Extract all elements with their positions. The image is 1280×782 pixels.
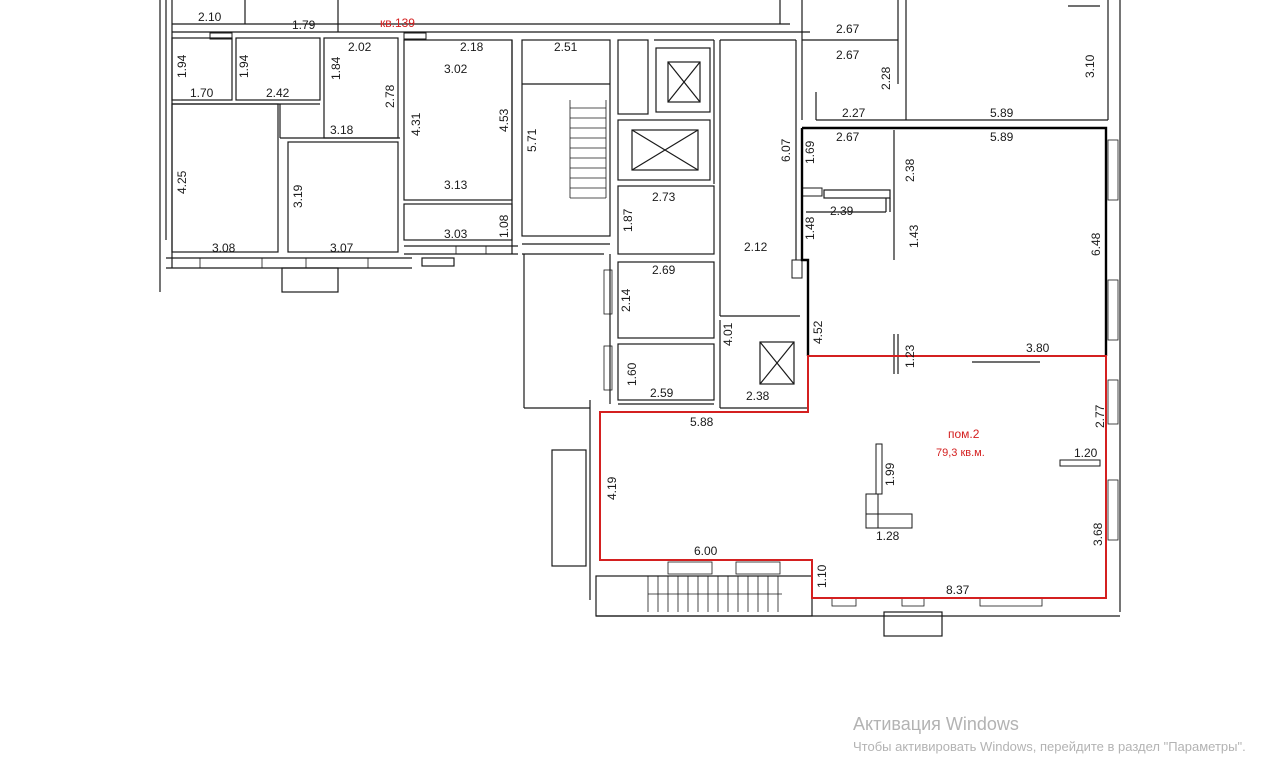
dim-label: 8.37 [946, 583, 970, 597]
dim-label: 2.78 [383, 84, 397, 108]
dim-label: 1.08 [497, 214, 511, 238]
dim-label: 2.77 [1093, 404, 1107, 428]
dim-label: 1.94 [175, 54, 189, 78]
dim-label: 5.88 [690, 415, 714, 429]
dim-label: 1.28 [876, 529, 900, 543]
dim-label: 3.03 [444, 227, 468, 241]
dim-label: 3.10 [1083, 54, 1097, 78]
dim-label: 2.02 [348, 40, 372, 54]
dim-label: 1.70 [190, 86, 214, 100]
activation-watermark-title: Активация Windows [853, 714, 1019, 734]
dim-label: 2.28 [879, 66, 893, 90]
dim-label: 5.71 [525, 128, 539, 152]
dim-label: 2.38 [746, 389, 770, 403]
premises-area: 79,3 кв.м. [936, 447, 985, 459]
dim-label: 3.07 [330, 241, 354, 255]
dim-label: 4.01 [721, 322, 735, 346]
dim-label: 1.60 [625, 362, 639, 386]
dim-label: 1.69 [803, 140, 817, 164]
dim-label: 2.69 [652, 263, 676, 277]
dim-label: 1.94 [237, 54, 251, 78]
premises-label: пом.2 [948, 427, 980, 441]
walls [159, 0, 1121, 637]
dim-label: 2.14 [619, 288, 633, 312]
dim-label: 1.48 [803, 216, 817, 240]
dim-label: 1.20 [1074, 446, 1098, 460]
dim-label: 1.79 [292, 18, 316, 32]
dimension-labels: 2.10 1.79 2.02 2.18 2.51 2.67 2.67 1.94 … [175, 10, 1107, 597]
dim-label: 4.52 [811, 320, 825, 344]
dim-label: 2.59 [650, 386, 674, 400]
dim-label: 4.53 [497, 108, 511, 132]
dim-label: 3.08 [212, 241, 236, 255]
dim-label: 1.43 [907, 224, 921, 248]
dim-label: 2.51 [554, 40, 578, 54]
dim-label: 1.10 [815, 564, 829, 588]
dim-label: 6.48 [1089, 232, 1103, 256]
premises-outline-red [599, 355, 1107, 599]
dim-label: 3.68 [1091, 522, 1105, 546]
dim-label: 2.73 [652, 190, 676, 204]
dim-label: 3.13 [444, 178, 468, 192]
dim-label: 2.12 [744, 240, 768, 254]
dim-label: 2.67 [836, 48, 860, 62]
dim-label: 1.23 [903, 344, 917, 368]
dim-label: 2.39 [830, 204, 854, 218]
dim-label: 2.27 [842, 106, 866, 120]
dim-label: 4.31 [409, 112, 423, 136]
dim-label: 1.84 [329, 56, 343, 80]
dim-label: 2.67 [836, 22, 860, 36]
dim-label: 5.89 [990, 130, 1014, 144]
dim-label: 2.42 [266, 86, 290, 100]
apartment-label: кв.139 [380, 16, 415, 30]
dim-label: 3.19 [291, 184, 305, 208]
dim-label: 1.99 [883, 462, 897, 486]
fixtures [209, 32, 1101, 529]
dim-label: 5.89 [990, 106, 1014, 120]
dim-label: 1.87 [621, 208, 635, 232]
dim-label: 2.38 [903, 158, 917, 182]
activation-watermark-subtitle: Чтобы активировать Windows, перейдите в … [853, 739, 1246, 754]
dim-label: 4.25 [175, 170, 189, 194]
dim-label: 2.67 [836, 130, 860, 144]
dim-label: 3.80 [1026, 341, 1050, 355]
dim-label: 4.19 [605, 476, 619, 500]
dim-label: 3.02 [444, 62, 468, 76]
dim-label: 6.07 [779, 138, 793, 162]
dim-label: 2.10 [198, 10, 222, 24]
dim-label: 2.18 [460, 40, 484, 54]
dim-label: 6.00 [694, 544, 718, 558]
dim-label: 3.18 [330, 123, 354, 137]
unit-outline-black [800, 126, 1108, 356]
